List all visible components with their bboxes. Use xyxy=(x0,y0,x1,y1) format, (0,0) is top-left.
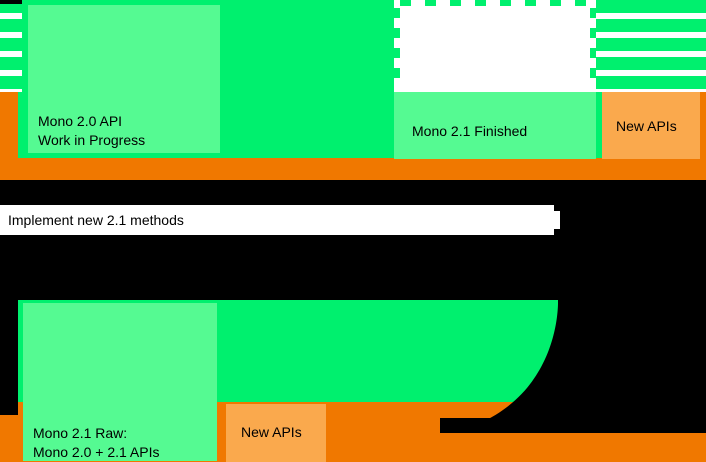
dash-notch-left xyxy=(394,68,400,78)
bottom-diagram-group: Mono 2.1 Raw: Mono 2.0 + 2.1 APIs New AP… xyxy=(0,290,706,462)
caption-text: Implement new 2.1 methods xyxy=(8,212,184,228)
swoosh-curve-mask xyxy=(440,300,706,433)
dash-notch-right xyxy=(590,28,596,38)
left-edge-black-cap xyxy=(0,0,22,4)
card-mono-2-1-raw[interactable]: Mono 2.1 Raw: Mono 2.0 + 2.1 APIs xyxy=(23,303,217,461)
dash-notch-left xyxy=(394,8,400,18)
dash-notch-right xyxy=(590,48,596,58)
card-mono-2-1-raw-line1: Mono 2.1 Raw: xyxy=(33,425,128,441)
caption-bar: Implement new 2.1 methods xyxy=(0,205,560,235)
dash-notch-left xyxy=(394,28,400,38)
card-new-apis-bottom[interactable]: New APIs xyxy=(226,404,326,462)
card-new-apis-top[interactable]: New APIs xyxy=(602,92,700,159)
top-diagram-group: Mono 2.0 API Work in Progress Mono xyxy=(0,0,706,184)
card-mono-2-0-api-line1: Mono 2.0 API xyxy=(38,113,123,129)
left-striped-edge xyxy=(0,0,22,92)
right-striped-edge xyxy=(596,0,706,92)
dash-notch-top xyxy=(475,0,486,6)
bottom-left-orange-sliver xyxy=(0,415,18,462)
dash-notch-right xyxy=(590,8,596,18)
card-mono-2-0-api[interactable]: Mono 2.0 API Work in Progress xyxy=(28,5,220,153)
dash-notch-top xyxy=(525,0,536,6)
dash-notch-left xyxy=(394,48,400,58)
card-mono-2-0-api-line2: Work in Progress xyxy=(38,132,146,148)
card-mono-2-1-finished[interactable]: Mono 2.1 Finished xyxy=(394,92,596,159)
dash-notch-top xyxy=(400,0,411,6)
dash-notch-top xyxy=(450,0,461,6)
card-new-apis-top-label: New APIs xyxy=(616,118,677,134)
caption-bar-nub xyxy=(554,211,560,229)
dash-notch-top xyxy=(550,0,561,6)
card-mono-2-1-raw-line2: Mono 2.0 + 2.1 APIs xyxy=(33,444,160,460)
dashed-callout-box[interactable] xyxy=(394,0,596,92)
card-new-apis-bottom-label: New APIs xyxy=(241,424,302,440)
dash-notch-top xyxy=(425,0,436,6)
dash-notch-right xyxy=(590,68,596,78)
dash-notch-top xyxy=(500,0,511,6)
dash-notch-top xyxy=(575,0,586,6)
card-mono-2-1-finished-label: Mono 2.1 Finished xyxy=(412,123,528,139)
